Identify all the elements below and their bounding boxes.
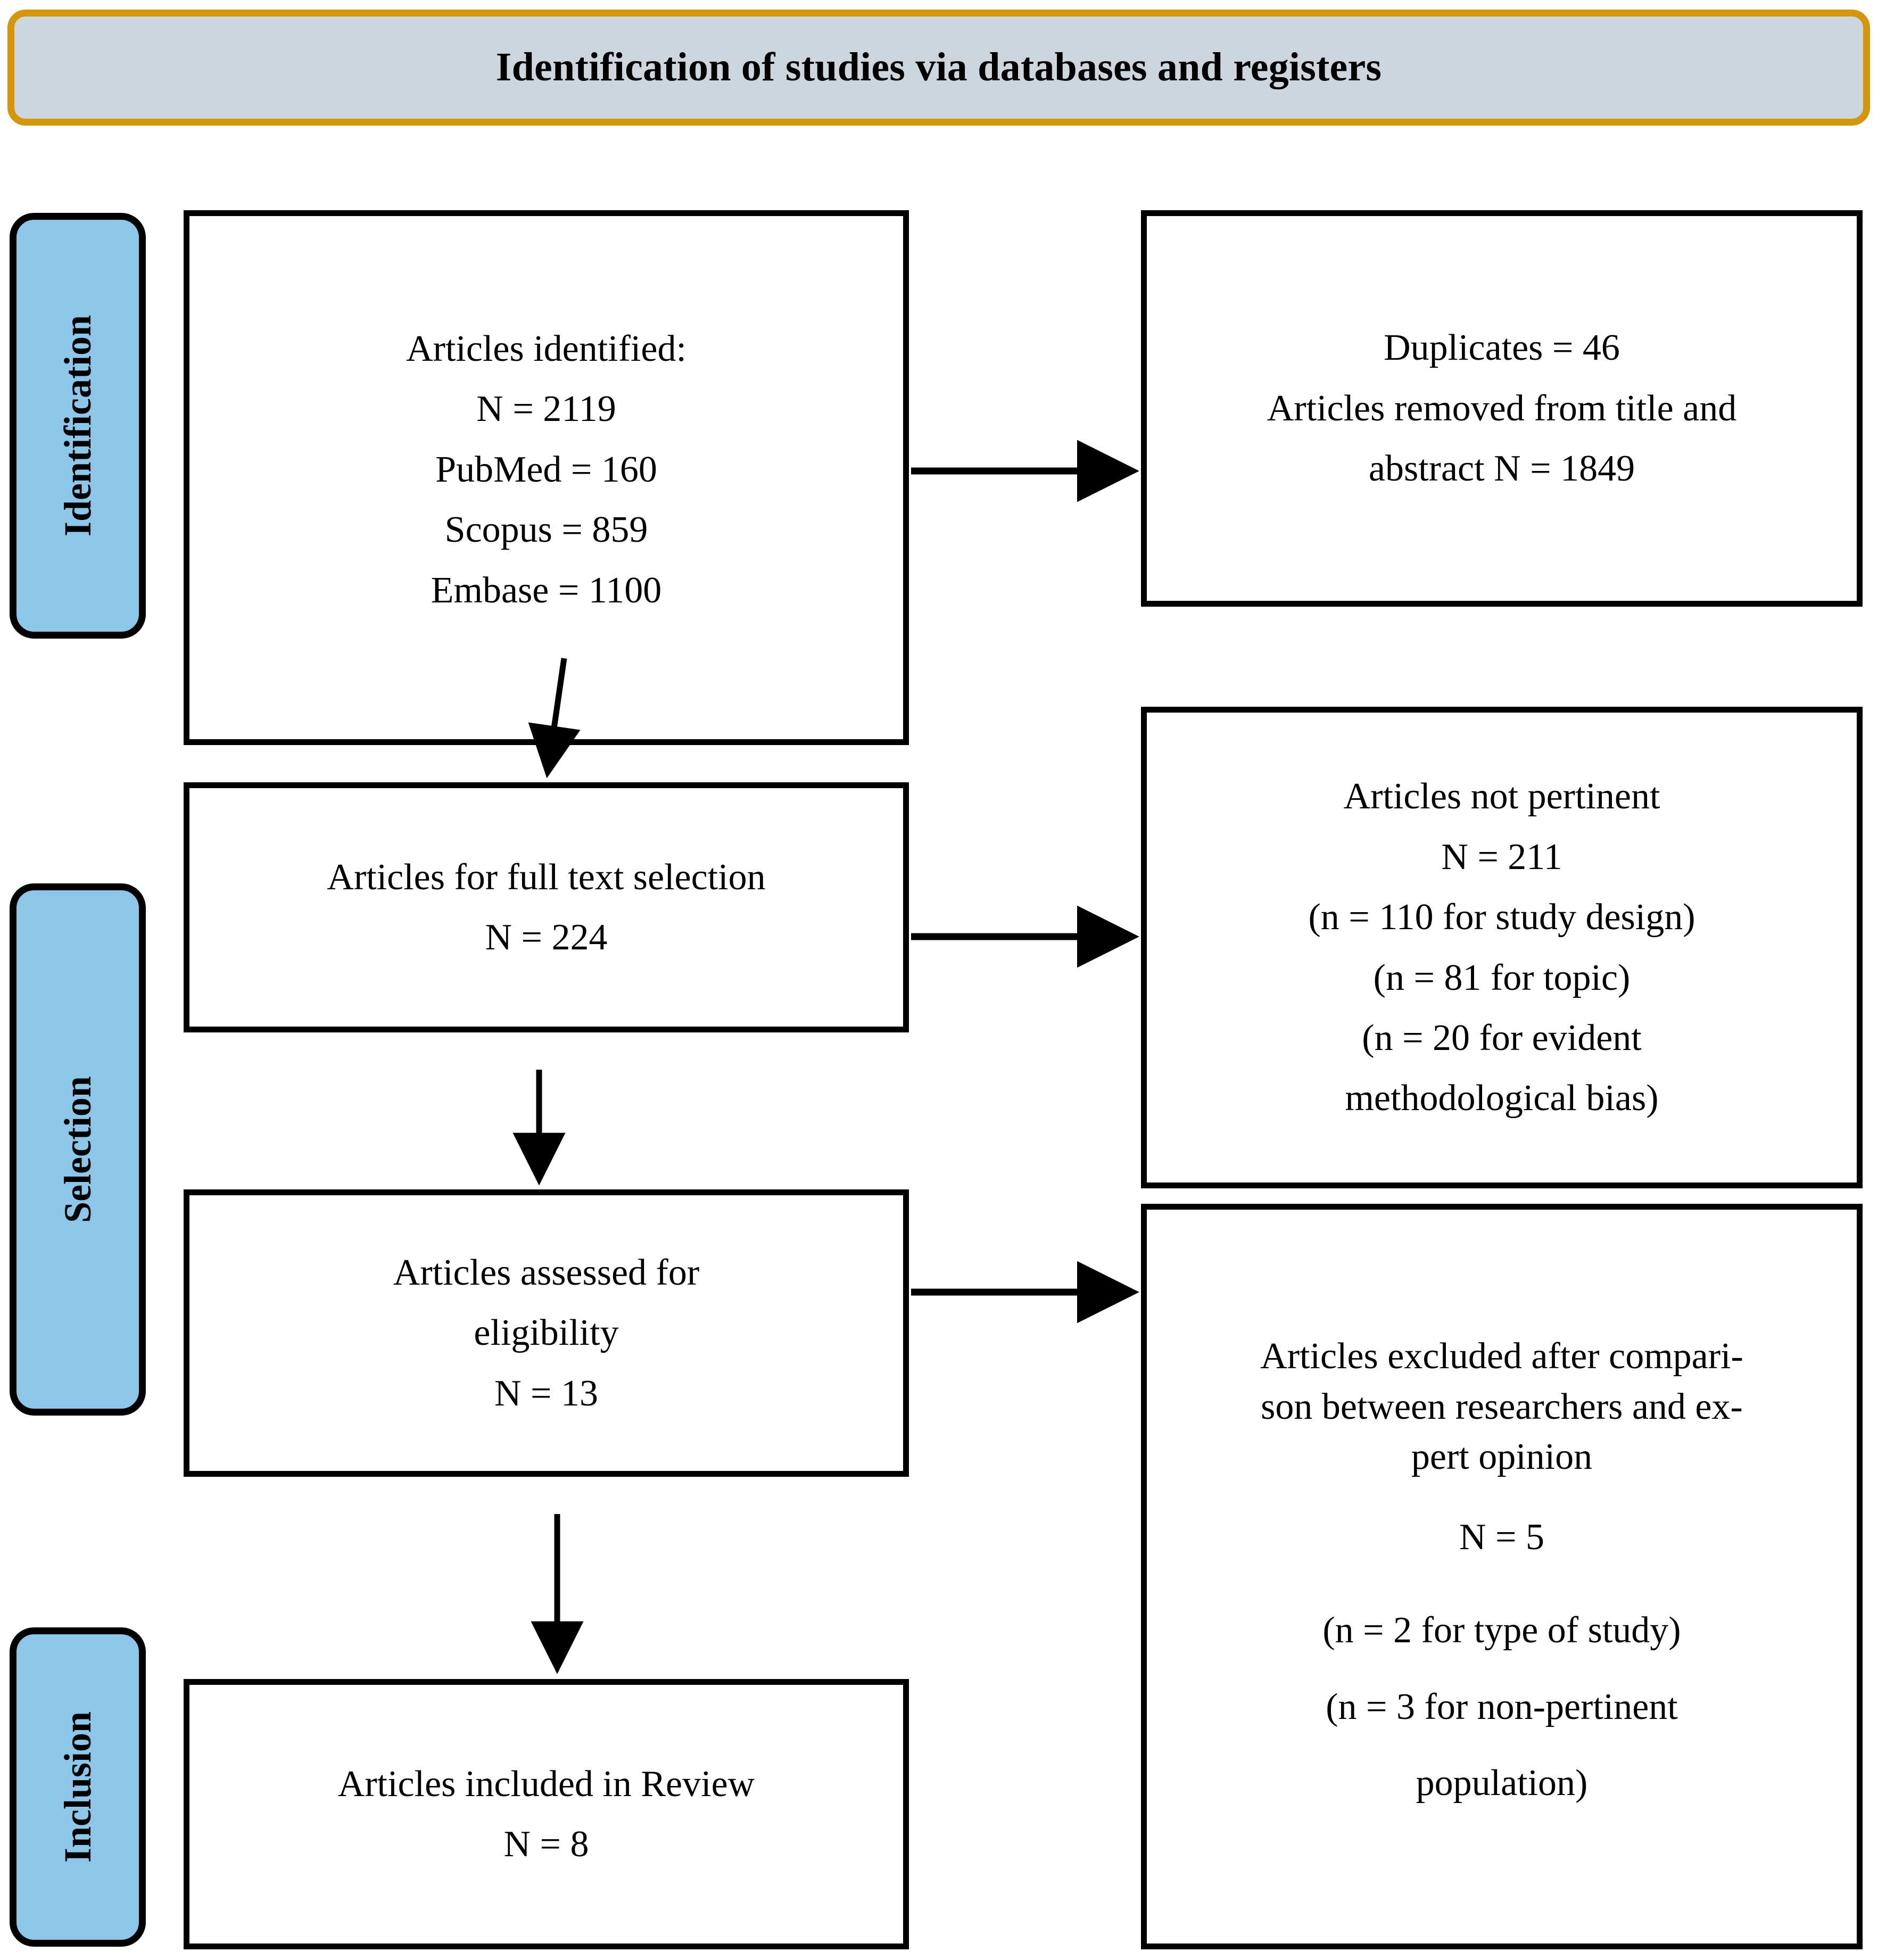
stage-label-selection: Selection xyxy=(56,1076,100,1223)
flow-line: (n = 3 for non-pertinent xyxy=(1326,1686,1678,1727)
flow-line: eligibility xyxy=(474,1312,619,1354)
flow-line: population) xyxy=(1416,1763,1588,1804)
flow-line: PubMed = 160 xyxy=(435,449,657,490)
flow-line: (n = 110 for study design) xyxy=(1308,897,1695,938)
flow-box-articles-excluded: Articles excluded after compari- son bet… xyxy=(1141,1204,1863,1949)
flow-box-articles-not-pertinent: Articles not pertinent N = 211 (n = 110 … xyxy=(1141,707,1863,1188)
stage-chip-identification: Identification xyxy=(10,213,146,639)
flow-line: Embase = 1100 xyxy=(431,569,662,611)
flow-line: abstract N = 1849 xyxy=(1368,448,1635,490)
flow-line: Articles not pertinent xyxy=(1343,776,1660,817)
flow-line: Articles removed from title and xyxy=(1267,387,1737,429)
flow-line: Articles assessed for xyxy=(393,1252,700,1293)
flow-line: methodological bias) xyxy=(1345,1078,1659,1119)
flow-line: son between researchers and ex- xyxy=(1261,1386,1743,1427)
flow-line: (n = 2 for type of study) xyxy=(1322,1610,1681,1651)
flow-line: N = 13 xyxy=(494,1372,598,1414)
flow-box-articles-removed: Duplicates = 46 Articles removed from ti… xyxy=(1141,210,1863,607)
flow-line: Articles included in Review xyxy=(337,1763,755,1805)
flow-line: N = 2119 xyxy=(476,388,616,430)
flow-line: pert opinion xyxy=(1411,1436,1593,1478)
spacer xyxy=(1185,1483,1818,1512)
header-banner: Identification of studies via databases … xyxy=(7,10,1870,126)
stage-label-identification: Identification xyxy=(56,315,100,537)
flow-line: (n = 20 for evident xyxy=(1362,1017,1642,1058)
flow-box-assessed-for-eligibility: Articles assessed for eligibility N = 13 xyxy=(184,1189,909,1477)
flow-box-full-text-selection: Articles for full text selection N = 224 xyxy=(184,782,909,1032)
flow-line: Articles identified: xyxy=(406,328,686,370)
flow-line: N = 211 xyxy=(1441,836,1562,878)
flow-line: (n = 81 for topic) xyxy=(1373,957,1631,998)
flow-line: N = 224 xyxy=(485,917,608,958)
stage-chip-selection: Selection xyxy=(10,883,146,1416)
page-title: Identification of studies via databases … xyxy=(495,45,1382,90)
flow-line: Articles excluded after compari- xyxy=(1260,1336,1743,1377)
stage-label-inclusion: Inclusion xyxy=(56,1711,100,1863)
flow-line: N = 8 xyxy=(503,1824,589,1865)
spacer xyxy=(1185,1562,1818,1592)
flow-box-articles-identified: Articles identified: N = 2119 PubMed = 1… xyxy=(184,210,909,745)
flow-box-included-in-review: Articles included in Review N = 8 xyxy=(184,1679,909,1949)
flow-line: Duplicates = 46 xyxy=(1384,327,1620,369)
flow-line: Articles for full text selection xyxy=(327,856,766,898)
stage-chip-inclusion: Inclusion xyxy=(10,1627,146,1947)
flow-line: Scopus = 859 xyxy=(444,509,648,551)
flow-line: N = 5 xyxy=(1459,1516,1545,1558)
